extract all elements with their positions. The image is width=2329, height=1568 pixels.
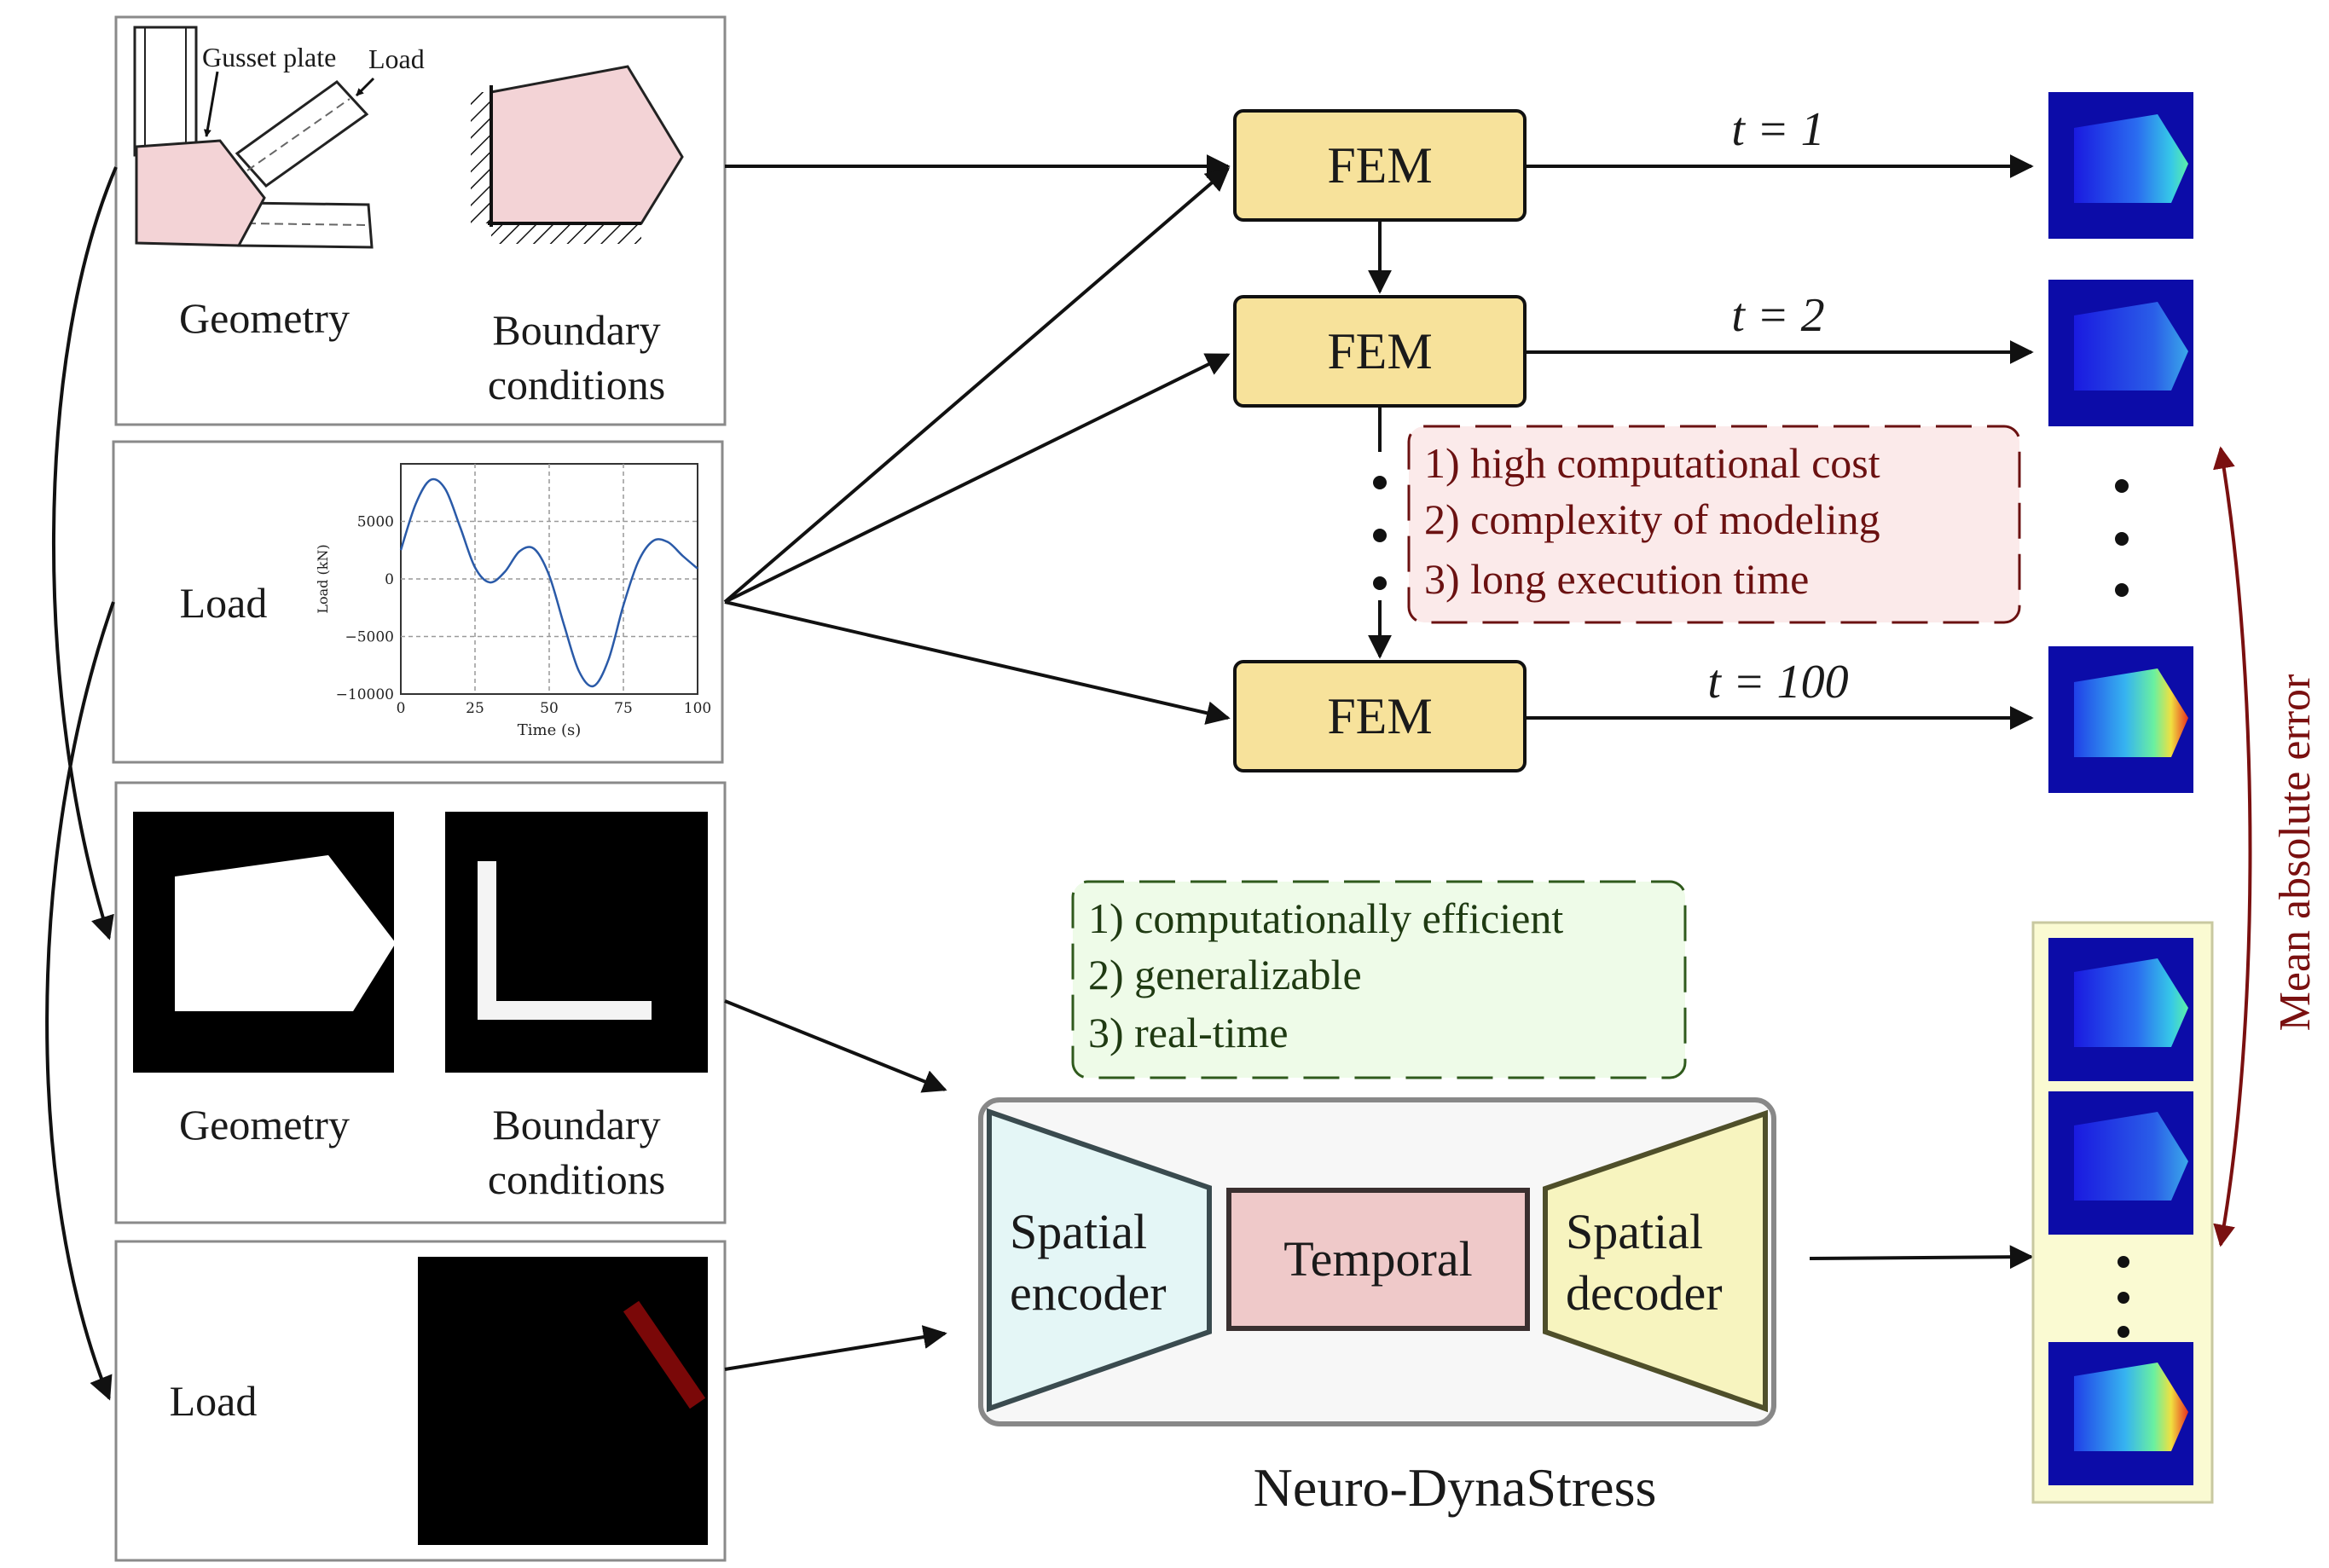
arrow-nn-geometry-to-model xyxy=(724,999,947,1093)
spatial-decoder-block xyxy=(1543,1109,1768,1413)
chart-y-tick-label: 5000 xyxy=(357,514,394,531)
fem-box-t2-label: FEM xyxy=(1327,323,1432,379)
encoder-label-1: Spatial xyxy=(1010,1204,1147,1259)
advantage-3: 3) real-time xyxy=(1088,1009,1289,1056)
fem-load-label: Load xyxy=(180,579,268,627)
gusset-plate-sketch xyxy=(133,26,375,249)
decoder-label-1: Spatial xyxy=(1566,1204,1703,1259)
chart-x-tick-label: 100 xyxy=(684,700,711,717)
arrow-nn-load-to-model xyxy=(724,1325,947,1371)
fem-box-t1-label: FEM xyxy=(1327,137,1432,194)
nn-output-2 xyxy=(2048,1091,2193,1235)
advantage-2: 2) generalizable xyxy=(1088,951,1362,998)
chart-y-axis-label: Load (kN) xyxy=(315,544,331,613)
drawback-1: 1) high computational cost xyxy=(1424,439,1880,487)
fem-output-t2 xyxy=(2048,280,2193,426)
time-label-t1: t = 1 xyxy=(1731,103,1824,156)
fem-output-t1 xyxy=(2048,92,2193,239)
fem-output-t100 xyxy=(2048,646,2193,793)
chart-x-axis-label: Time (s) xyxy=(518,721,582,739)
nn-advantages-box xyxy=(1071,880,1687,1079)
encoder-label-2: encoder xyxy=(1010,1265,1167,1321)
decoder-label-2: decoder xyxy=(1566,1265,1723,1321)
chart-x-tick-label: 75 xyxy=(614,700,633,717)
chart-series-line xyxy=(399,477,698,688)
nn-load-label: Load xyxy=(170,1377,258,1425)
chart-x-tick-label: 0 xyxy=(397,700,406,717)
temporal-block xyxy=(1226,1188,1530,1331)
nn-bc-label-1: Boundary xyxy=(492,1101,660,1149)
geometry-transfer-arrow xyxy=(51,166,118,940)
chart-y-tick-label: 0 xyxy=(385,571,394,588)
nn-output-last xyxy=(2048,1342,2193,1485)
arrow-load-to-fem2 xyxy=(724,353,1231,604)
nn-geometry-label: Geometry xyxy=(179,1101,350,1149)
load-transfer-arrow xyxy=(45,601,115,1401)
nn-bc-label-2: conditions xyxy=(488,1155,665,1203)
time-label-t100: t = 100 xyxy=(1707,656,1848,709)
load-mask-image xyxy=(418,1257,708,1545)
fem-bc-label-1: Boundary xyxy=(492,306,660,354)
geometry-mask-shape xyxy=(175,855,396,1011)
nn-output-ellipsis xyxy=(2118,1256,2129,1338)
fem-ellipsis xyxy=(1373,476,1387,590)
fem-bc-label-2: conditions xyxy=(488,361,665,408)
fem-output-ellipsis xyxy=(2115,479,2129,597)
error-label: Mean absolute error xyxy=(2271,674,2320,1032)
fem-geometry-label: Geometry xyxy=(179,294,350,342)
chart-x-tick-label: 25 xyxy=(466,700,484,717)
nn-output-1 xyxy=(2048,938,2193,1081)
model-name: Neuro-DynaStress xyxy=(1254,1457,1657,1518)
arrow-load-to-fem1 xyxy=(723,167,1231,604)
advantage-1: 1) computationally efficient xyxy=(1088,894,1563,942)
spatial-encoder-block xyxy=(987,1108,1212,1413)
load-callout-label: Load xyxy=(368,43,425,74)
temporal-label: Temporal xyxy=(1283,1231,1472,1287)
error-comparison-arrow xyxy=(2213,446,2252,1247)
fem-drawbacks-box xyxy=(1407,425,2021,624)
arrow-load-to-fem100 xyxy=(724,600,1231,725)
time-label-t2: t = 2 xyxy=(1731,289,1824,342)
arrow-model-to-outputs xyxy=(1809,1245,2034,1270)
drawback-3: 3) long execution time xyxy=(1424,555,1809,603)
fem-box-t100-label: FEM xyxy=(1327,688,1432,744)
drawback-2: 2) complexity of modeling xyxy=(1424,495,1880,543)
gusset-plate-label: Gusset plate xyxy=(202,42,336,72)
bc-mask-shape xyxy=(478,861,652,1020)
chart-y-tick-label: −5000 xyxy=(345,629,394,646)
chart-y-tick-label: −10000 xyxy=(336,686,394,703)
chart-x-tick-label: 50 xyxy=(540,700,559,717)
load-mask-bar xyxy=(623,1300,706,1409)
boundary-conditions-sketch xyxy=(471,65,684,244)
